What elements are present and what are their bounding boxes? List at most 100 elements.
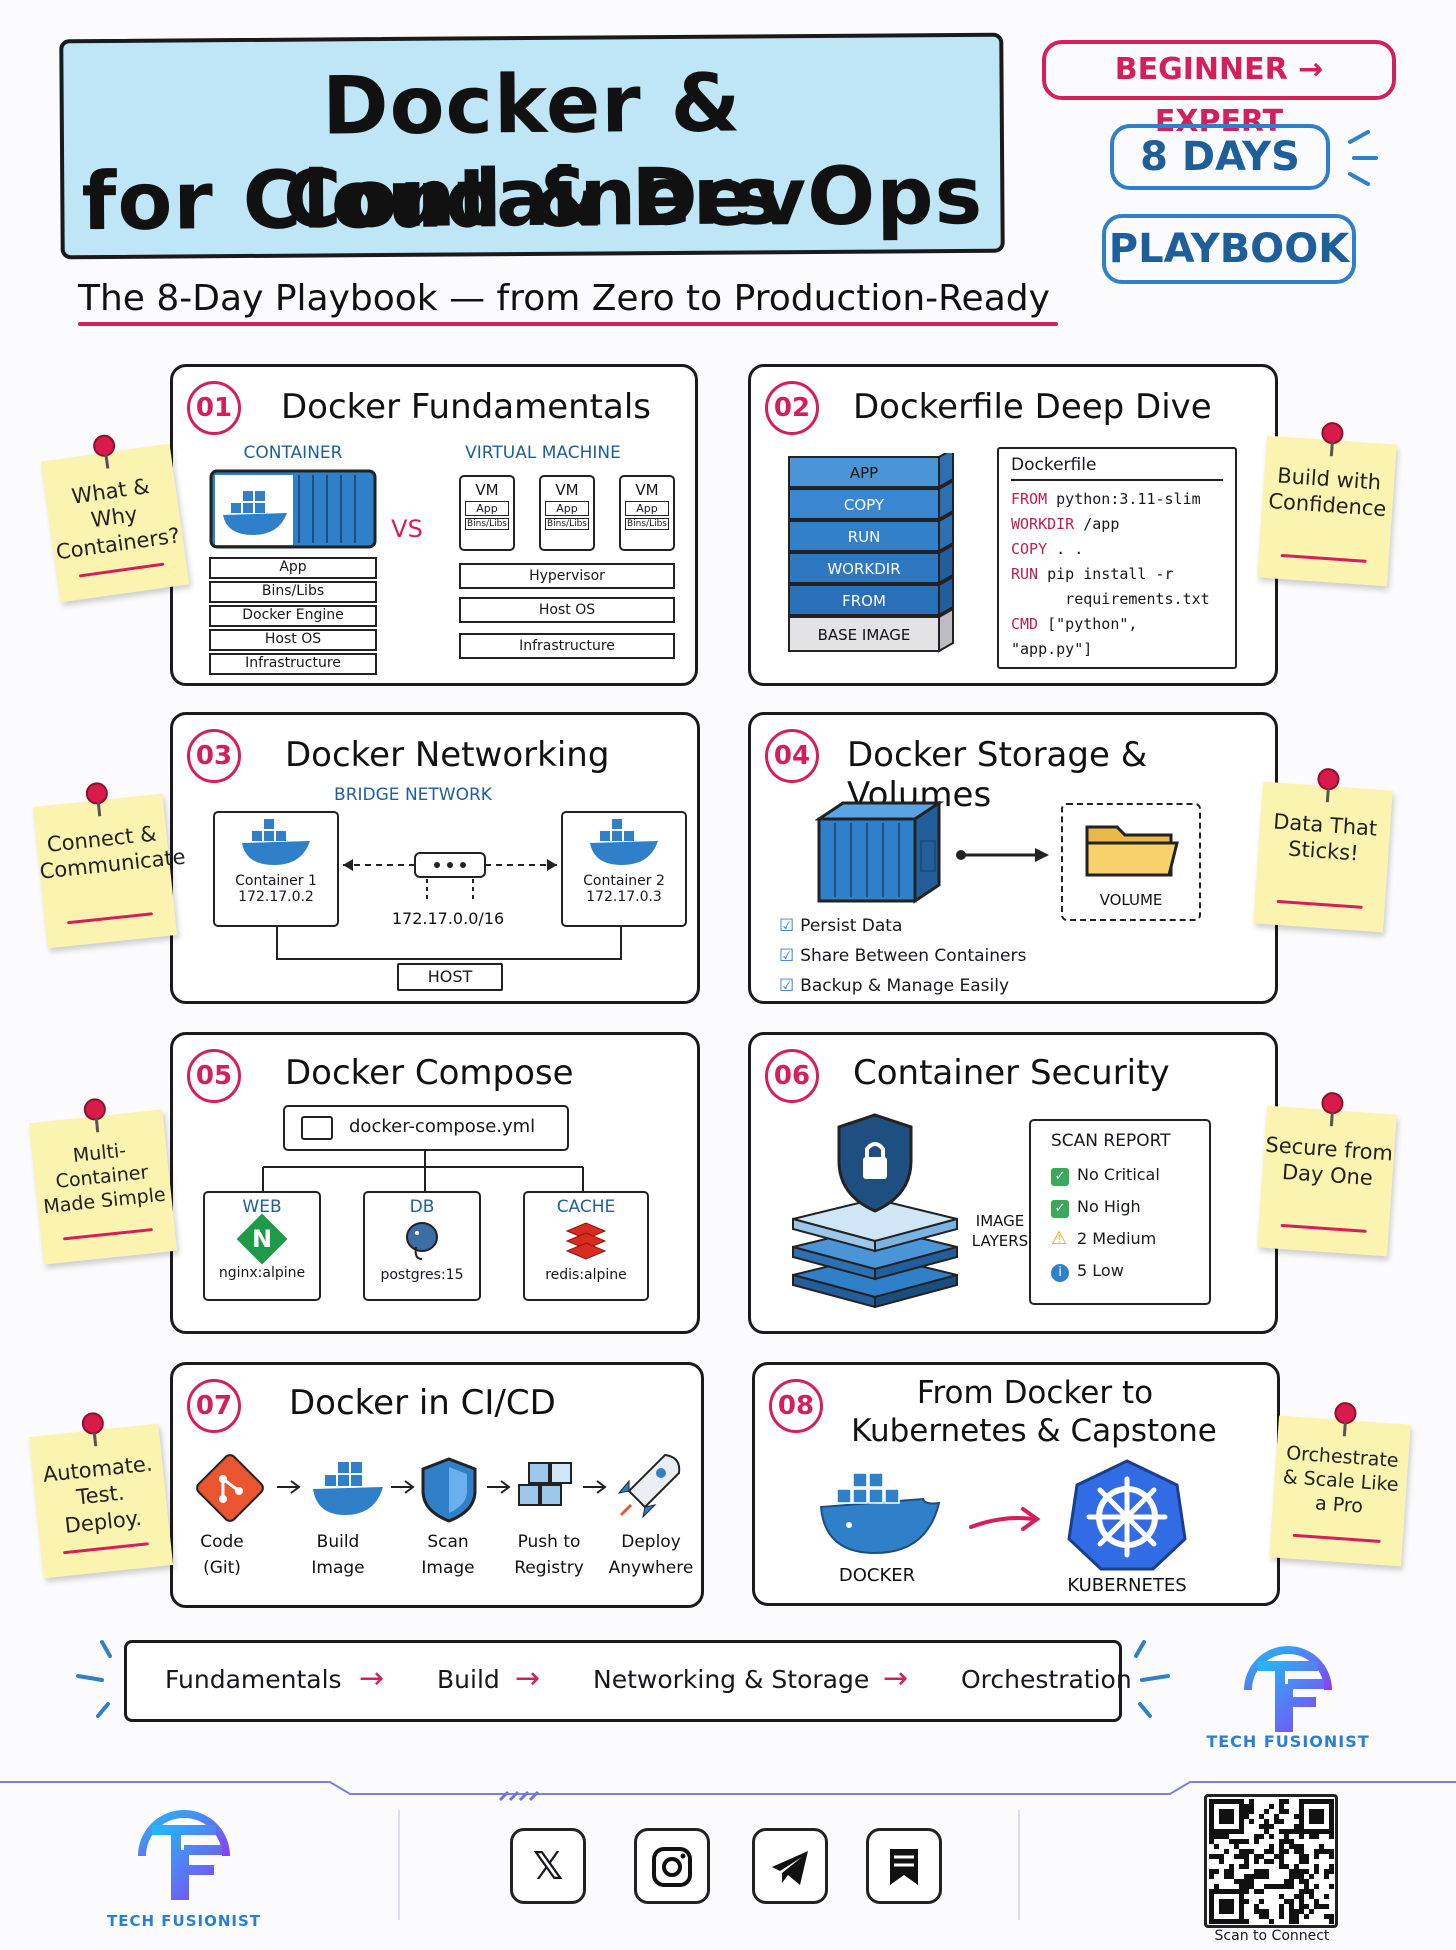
vm-box: VM App Bins/Libs: [539, 475, 595, 551]
qr-code[interactable]: [1204, 1794, 1338, 1928]
postgres-icon: [406, 1222, 438, 1260]
card-networking: 03 Docker Networking BRIDGE NETWORK Cont…: [170, 712, 700, 1004]
sticky-note: What & Why Containers?: [40, 433, 190, 603]
layer-label: COPY: [843, 496, 885, 514]
container-icon: [209, 469, 377, 551]
card-security: 06 Container Security IMAGE LAYERS SCAN …: [748, 1032, 1278, 1334]
info-icon: i: [1051, 1264, 1069, 1282]
roadmap-step: Build: [437, 1665, 500, 1694]
section-number: 03: [187, 729, 241, 783]
section-number: 02: [765, 381, 819, 435]
section-title: Dockerfile Deep Dive: [853, 387, 1212, 427]
vm-box: VM App Bins/Libs: [459, 475, 515, 551]
sticky-note: Secure from Day One: [1257, 1091, 1397, 1257]
telegram-icon[interactable]: [752, 1828, 828, 1904]
container-cube-icon: [814, 800, 975, 905]
check-item: ☑ Persist Data: [779, 916, 903, 936]
dockerfile-line: COPY . .: [1011, 540, 1084, 558]
check-icon: ✓: [1051, 1200, 1069, 1218]
host-connector: [273, 927, 625, 967]
section-title: Docker Compose: [285, 1053, 574, 1093]
report-item: ⚠2 Medium: [1051, 1223, 1189, 1255]
image-layers: APP COPY RUN WORKDIR FROM BASE IMAGE: [787, 447, 957, 659]
layer-label: FROM: [842, 592, 886, 610]
section-title: Docker Networking: [285, 735, 610, 775]
title-line-2: for Cloud & DevOps: [81, 148, 984, 249]
section-number: 08: [769, 1379, 823, 1433]
rocket-icon: [617, 1453, 681, 1519]
spark-marks-left: [72, 1636, 116, 1724]
service-card: WEB N nginx:alpine: [203, 1191, 321, 1301]
container-layer: Bins/Libs: [209, 581, 377, 603]
sticky-note: Build with Confidence: [1257, 421, 1397, 587]
vm-layer: Infrastructure: [459, 633, 675, 659]
level-badge: BEGINNER → EXPERT: [1042, 40, 1396, 139]
playbook-badge: PLAYBOOK: [1102, 214, 1356, 284]
container-layer: Host OS: [209, 629, 377, 651]
section-title-2: Kubernetes & Capstone: [851, 1413, 1217, 1449]
volume-box: VOLUME: [1061, 803, 1201, 921]
vm-layer: Hypervisor: [459, 563, 675, 589]
instagram-icon[interactable]: [634, 1828, 710, 1904]
subnet-label: 172.17.0.0/16: [391, 909, 505, 928]
section-title: Container Security: [853, 1053, 1170, 1093]
bridge-router: [339, 835, 561, 975]
roadmap-step: Networking & Storage: [593, 1665, 870, 1694]
footer-brand-name: TECH FUSIONIST: [107, 1912, 261, 1930]
vs-label: VS: [391, 515, 423, 543]
dockerfile-line: requirements.txt: [1011, 590, 1210, 608]
roadmap-step: Fundamentals: [165, 1665, 342, 1694]
footer-divider: [0, 1774, 1456, 1804]
dockerfile-line: CMD ["python", "app.py"]: [1011, 615, 1138, 658]
docker-label: DOCKER: [838, 1565, 916, 1586]
container-node: Container 2 172.17.0.3: [561, 811, 687, 927]
sticky-note: Connect & Communicate: [32, 781, 187, 949]
days-badge: 8 DAYS: [1110, 124, 1330, 190]
bookmark-icon[interactable]: [866, 1828, 942, 1904]
card-docker-fundamentals: 01 Docker Fundamentals CONTAINER VIRTUAL…: [170, 364, 698, 686]
vm-box: VM App Bins/Libs: [619, 475, 675, 551]
check-item: ☑ Share Between Containers: [779, 946, 1027, 966]
section-title: Docker Fundamentals: [281, 387, 651, 427]
pipeline-icons: [185, 1449, 695, 1529]
subtitle: The 8-Day Playbook — from Zero to Produc…: [78, 278, 1050, 319]
layer-label: APP: [849, 464, 879, 482]
sticky-note: Multi-Container Made Simple: [28, 1097, 178, 1265]
redis-icon: [565, 1222, 607, 1260]
nginx-icon: N: [236, 1213, 288, 1265]
subtitle-underline: [78, 322, 1058, 326]
arrow-icon: →: [359, 1661, 385, 1696]
footer-separator: [1018, 1810, 1020, 1920]
card-dockerfile: 02 Dockerfile Deep Dive APP COPY RUN WOR…: [748, 364, 1278, 686]
kubernetes-icon: [1065, 1457, 1189, 1573]
compose-connectors: [233, 1151, 623, 1191]
service-card: CACHE redis:alpine: [523, 1191, 649, 1301]
registry-icon: [518, 1462, 572, 1506]
section-number: 06: [765, 1049, 819, 1103]
pipeline-step: Code(Git): [200, 1532, 244, 1578]
image-layers-label: IMAGE LAYERS: [971, 1212, 1029, 1250]
check-item: ☑ Backup & Manage Easily: [779, 976, 1010, 996]
service-card: DB postgres:15: [363, 1191, 481, 1301]
warning-icon: ⚠: [1051, 1228, 1068, 1249]
migration-arrow: [967, 1505, 1047, 1535]
emphasis-marks: [1346, 128, 1380, 188]
vm-layer: Host OS: [459, 597, 675, 623]
scan-report-title: SCAN REPORT: [1051, 1131, 1171, 1151]
file-icon: [301, 1116, 333, 1140]
card-compose: 05 Docker Compose docker-compose.yml WEB…: [170, 1032, 700, 1334]
card-storage: 04 Docker Storage & Volumes VOLUME ☑ Per…: [748, 712, 1278, 1004]
arrow-icon: →: [883, 1661, 909, 1696]
title-banner: Docker & Containers for Cloud & DevOps: [59, 32, 1005, 260]
container-node: Container 1 172.17.0.2: [213, 811, 339, 927]
x-icon[interactable]: 𝕏: [510, 1828, 586, 1904]
secured-layers-icon: [787, 1111, 963, 1311]
section-number: 05: [187, 1049, 241, 1103]
sticky-note: Automate. Test. Deploy.: [28, 1411, 174, 1579]
section-number: 07: [187, 1379, 241, 1433]
dockerfile-line: WORKDIR /app: [1011, 515, 1120, 533]
